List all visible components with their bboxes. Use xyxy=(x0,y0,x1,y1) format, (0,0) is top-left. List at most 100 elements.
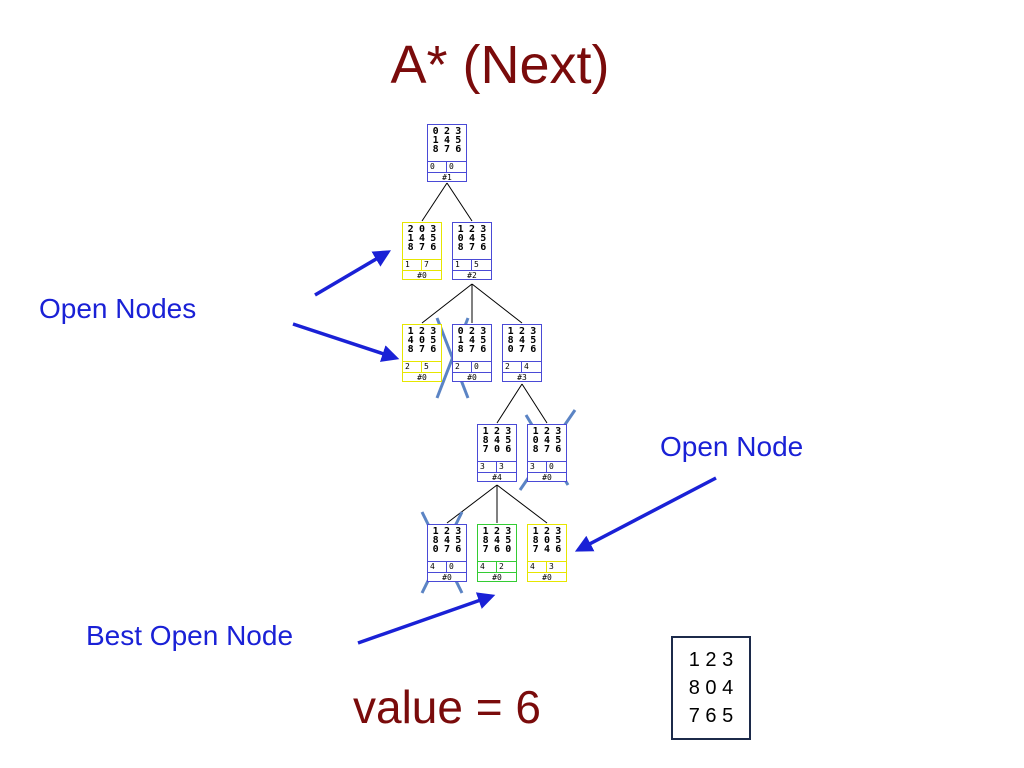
puzzle-cell: 8 xyxy=(457,242,464,253)
puzzle-cell: 5 xyxy=(555,535,562,546)
puzzle-cell: 2 xyxy=(468,224,475,235)
node-h-cost: 4 xyxy=(524,362,529,371)
node-id: #3 xyxy=(503,372,541,383)
puzzle-cell: 5 xyxy=(455,135,462,146)
puzzle-cell: 0 xyxy=(505,544,512,555)
edge xyxy=(496,383,523,424)
node-id: #0 xyxy=(428,572,466,583)
node-g-cost: 2 xyxy=(403,362,422,372)
puzzle-cell: 1 xyxy=(407,326,414,337)
puzzle-cell: 1 xyxy=(507,326,514,337)
node-id: #0 xyxy=(453,372,491,383)
puzzle-cell: 6 xyxy=(555,444,562,455)
node-id: #0 xyxy=(403,372,441,383)
puzzle-cell: 0 xyxy=(532,435,539,446)
callout-arrows xyxy=(292,250,717,645)
puzzle-cell: 2 xyxy=(543,426,550,437)
puzzle-cell: 4 xyxy=(543,435,550,446)
puzzle-cell: 5 xyxy=(555,435,562,446)
puzzle-cell: 8 xyxy=(457,344,464,355)
puzzle-cell: 1 xyxy=(532,526,539,537)
arrow-open-nodes-lower xyxy=(292,322,400,362)
arrow-open-node xyxy=(574,476,717,552)
puzzle-cell: 1 xyxy=(482,526,489,537)
puzzle-cell: 7 xyxy=(468,242,475,253)
puzzle-cell: 0 xyxy=(418,224,425,235)
edge xyxy=(471,283,523,324)
puzzle-cell: 6 xyxy=(430,344,437,355)
node-h-cost: 5 xyxy=(474,260,479,269)
node-g-cost: 3 xyxy=(528,462,547,472)
puzzle-cell: 8 xyxy=(507,335,514,346)
puzzle-cell: 2 xyxy=(443,526,450,537)
puzzle-cell: 2 xyxy=(418,326,425,337)
puzzle-cell: 4 xyxy=(407,335,414,346)
goal-state-box: 1 2 3 8 0 4 7 6 5 xyxy=(671,636,751,740)
edge xyxy=(421,283,473,324)
arrow-best-open-node xyxy=(357,592,496,645)
node-id: #0 xyxy=(403,270,441,281)
node-g-cost: 3 xyxy=(478,462,497,472)
puzzle-cell: 4 xyxy=(468,335,475,346)
puzzle-cell: 3 xyxy=(455,526,462,537)
puzzle-cell: 8 xyxy=(482,435,489,446)
puzzle-cell: 7 xyxy=(518,344,525,355)
puzzle-cell: 1 xyxy=(457,224,464,235)
best-open-node-label: Best Open Node xyxy=(86,620,294,651)
node-h-cost: 5 xyxy=(424,362,429,371)
node-id: #2 xyxy=(453,270,491,281)
puzzle-cell: 2 xyxy=(493,526,500,537)
node-g-cost: 2 xyxy=(503,362,522,372)
edge xyxy=(446,182,473,222)
node-g-cost: 4 xyxy=(528,562,547,572)
node-h-cost: 3 xyxy=(499,462,504,471)
puzzle-cell: 5 xyxy=(530,335,537,346)
puzzle-cell: 3 xyxy=(430,326,437,337)
puzzle-cell: 5 xyxy=(480,335,487,346)
node-g-cost: 4 xyxy=(478,562,497,572)
puzzle-cell: 6 xyxy=(455,144,462,155)
node-id: #1 xyxy=(428,172,466,183)
puzzle-cell: 7 xyxy=(482,444,489,455)
puzzle-cell: 3 xyxy=(480,224,487,235)
puzzle-cell: 1 xyxy=(432,526,439,537)
node-g-cost: 4 xyxy=(428,562,447,572)
puzzle-cell: 2 xyxy=(468,326,475,337)
goal-row: 1 2 3 xyxy=(688,649,734,671)
puzzle-cell: 0 xyxy=(507,344,514,355)
puzzle-cell: 0 xyxy=(543,535,550,546)
puzzle-cell: 0 xyxy=(457,233,464,244)
puzzle-cell: 5 xyxy=(505,535,512,546)
puzzle-cell: 0 xyxy=(493,444,500,455)
edge xyxy=(446,484,498,524)
puzzle-cell: 5 xyxy=(430,335,437,346)
puzzle-cell: 1 xyxy=(482,426,489,437)
puzzle-cell: 3 xyxy=(505,526,512,537)
slide-title: A* (Next) xyxy=(390,35,610,95)
puzzle-cell: 3 xyxy=(430,224,437,235)
puzzle-cell: 7 xyxy=(532,544,539,555)
puzzle-cell: 7 xyxy=(468,344,475,355)
node-g-cost: 1 xyxy=(453,260,472,270)
puzzle-cell: 4 xyxy=(443,535,450,546)
puzzle-cell: 7 xyxy=(443,144,450,155)
puzzle-cell: 6 xyxy=(430,242,437,253)
edge xyxy=(496,484,548,524)
puzzle-cell: 7 xyxy=(443,544,450,555)
